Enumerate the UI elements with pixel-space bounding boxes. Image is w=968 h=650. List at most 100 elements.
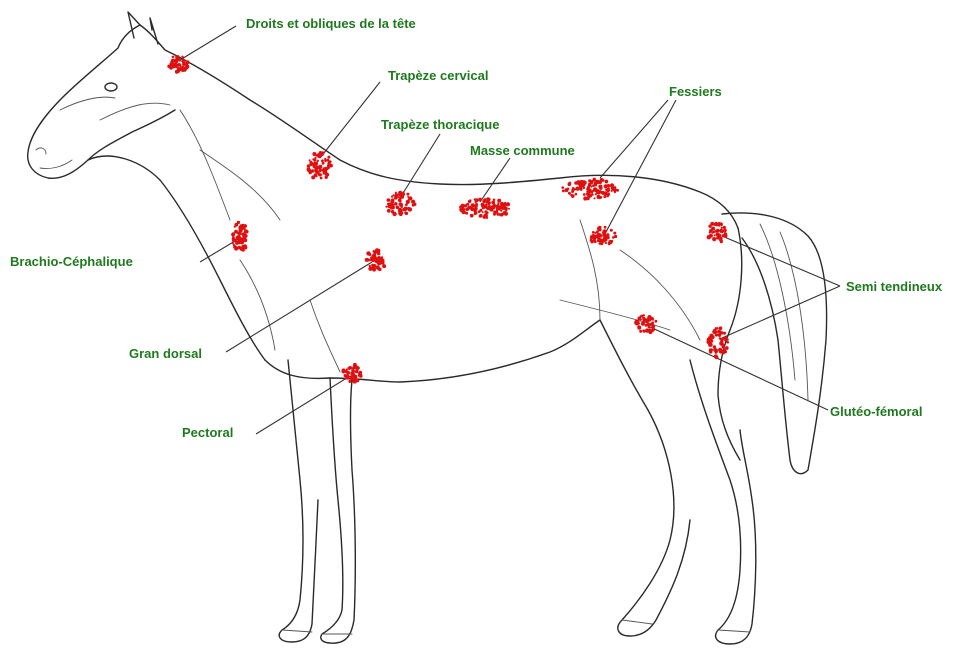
trigger-dot: [640, 318, 642, 320]
trigger-dot: [714, 234, 716, 236]
trigger-dot: [413, 200, 416, 203]
trigger-dot: [642, 318, 646, 322]
trigger-dot: [716, 327, 719, 330]
trigger-dot: [174, 61, 177, 64]
trigger-dot: [387, 198, 391, 202]
trigger-dot: [483, 215, 487, 219]
trigger-dot: [586, 192, 590, 196]
trigger-dot: [496, 204, 500, 208]
trigger-dot: [314, 166, 317, 169]
trigger-dot: [172, 56, 175, 59]
trigger-dot: [714, 230, 717, 233]
trigger-dot: [719, 337, 721, 339]
trigger-dot: [597, 239, 600, 242]
trigger-dot: [709, 231, 711, 233]
trigger-dot: [321, 159, 324, 162]
trigger-dot: [474, 207, 477, 210]
trigger-dot: [607, 188, 610, 191]
trigger-dot: [238, 235, 241, 238]
trigger-dot: [167, 65, 170, 68]
trigger-dot: [353, 365, 355, 367]
trigger-dot: [500, 202, 504, 206]
horse-outline: [28, 12, 827, 644]
trigger-dot: [395, 203, 397, 205]
trigger-dot: [399, 202, 402, 205]
trigger-dot: [399, 208, 401, 210]
trigger-dot: [376, 265, 380, 269]
trigger-dot: [240, 247, 244, 251]
trigger-dot: [462, 211, 465, 214]
trigger-dot: [634, 321, 638, 325]
trigger-dot: [320, 174, 322, 176]
trigger-dot: [604, 184, 608, 188]
trigger-dot: [647, 315, 651, 319]
trigger-dot: [370, 266, 374, 270]
spot-trapeze-cervical: [307, 151, 333, 179]
trigger-dot: [464, 204, 467, 207]
trigger-dot: [324, 159, 327, 162]
trigger-dot: [571, 195, 574, 198]
trigger-dot: [722, 344, 724, 346]
trigger-dot: [390, 200, 394, 204]
trigger-dot: [591, 194, 593, 196]
trigger-dot: [567, 188, 570, 191]
trigger-dot: [575, 187, 579, 191]
trigger-dot: [382, 259, 385, 262]
trigger-dot: [575, 193, 578, 196]
trigger-dot: [712, 330, 716, 334]
trigger-dot: [488, 206, 490, 208]
trigger-dot: [239, 227, 243, 231]
trigger-dot: [716, 236, 720, 240]
trigger-dot: [396, 206, 400, 210]
trigger-dot: [399, 197, 402, 200]
trigger-dot: [719, 326, 723, 330]
trigger-dot: [715, 352, 717, 354]
trigger-dot: [713, 345, 716, 348]
trigger-dot: [715, 349, 718, 352]
label-gluteo-femoral: Glutéo-fémoral: [830, 404, 922, 419]
trigger-dot: [394, 194, 396, 196]
trigger-dot: [709, 334, 713, 338]
trigger-dot: [604, 226, 607, 229]
trigger-dot: [349, 380, 352, 383]
trigger-dot: [595, 184, 597, 186]
trigger-dot: [176, 64, 179, 67]
trigger-dot: [367, 258, 370, 261]
trigger-dot: [474, 201, 476, 203]
label-trapeze-cervical: Trapèze cervical: [388, 68, 488, 83]
trigger-dot: [325, 176, 328, 179]
trigger-dot: [504, 207, 508, 211]
trigger-dot: [651, 322, 654, 325]
trigger-dot: [720, 341, 722, 343]
spot-fessiers-top: [561, 178, 619, 201]
trigger-dot: [487, 198, 491, 202]
trigger-dot: [709, 234, 713, 238]
spot-masse-commune: [459, 197, 510, 219]
trigger-dot: [381, 256, 384, 259]
trigger-dot: [583, 193, 586, 196]
trigger-dot: [722, 234, 725, 237]
trigger-dot: [311, 175, 315, 179]
trigger-dot: [709, 348, 713, 352]
trigger-dot: [413, 203, 416, 206]
trigger-dot: [484, 198, 487, 201]
trigger-dot: [590, 235, 592, 237]
trigger-dot: [404, 211, 407, 214]
trigger-dot: [171, 64, 174, 67]
trigger-dot: [507, 202, 509, 204]
trigger-dot: [244, 229, 248, 233]
trigger-dot: [722, 352, 724, 354]
trigger-dot: [374, 251, 377, 254]
trigger-dot: [611, 190, 613, 192]
trigger-dot: [482, 211, 484, 213]
trigger-dot: [314, 158, 317, 161]
trigger-dot: [474, 213, 477, 216]
trigger-dot: [496, 213, 499, 216]
trigger-dot: [493, 199, 496, 202]
trigger-dot: [401, 206, 403, 208]
trigger-dot: [609, 241, 612, 244]
trigger-dot: [391, 210, 394, 213]
trigger-dot: [318, 165, 322, 169]
trigger-dot: [387, 203, 389, 205]
